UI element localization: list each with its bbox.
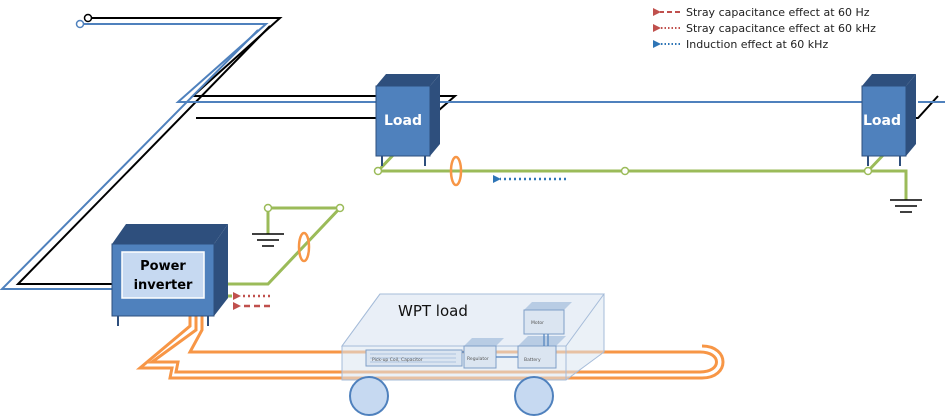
wpt-load-label: WPT load [398,302,468,320]
regulator-label: Regulator [467,356,489,362]
wheel-rear [514,376,554,416]
terminal-blue [75,19,85,29]
ground-symbol-left [252,233,284,247]
legend-label-60hz: Stray capacitance effect at 60 Hz [686,6,870,19]
wpt-vehicle: WPT load Pick-up Coil, Capacitor Regulat… [341,293,605,416]
green-wiring [216,148,908,298]
regulator: Regulator [463,338,504,369]
load-left-label: Load [384,113,422,129]
vehicle-connections [462,334,549,358]
blue-wire [0,23,945,290]
power-inverter-label-1: Power [140,259,186,274]
legend-label-60khz: Stray capacitance effect at 60 kHz [686,22,876,35]
power-inverter-label-2: inverter [134,278,193,293]
power-line [0,13,945,290]
wheel-front [349,376,389,416]
load-box-right: Load [861,74,916,166]
power-inverter-box: Power inverter [111,224,228,326]
ground-symbol-right [890,199,922,213]
terminal-black [83,13,93,23]
load-box-left: Load [375,74,440,166]
legend-label-induction: Induction effect at 60 kHz [686,38,828,51]
legend: Stray capacitance effect at 60 Hz Stray … [653,6,876,51]
battery-label: Battery [524,357,541,363]
current-probe-load [449,155,463,187]
pickup-coil: Pick-up Coil, Capacitor [365,349,463,367]
motor: Motor [523,302,572,335]
wpt-track [135,304,725,380]
motor-label: Motor [531,320,544,326]
node-inverter-right [335,203,345,213]
node-middle [620,166,630,176]
node-right [863,166,873,176]
node-inverter-top [263,203,273,213]
green-nodes [263,166,873,213]
current-probe-inverter [297,231,311,263]
pickup-label: Pick-up Coil, Capacitor [372,357,423,363]
node-left [373,166,383,176]
battery: Battery [517,336,566,369]
load-right-label: Load [863,113,901,129]
